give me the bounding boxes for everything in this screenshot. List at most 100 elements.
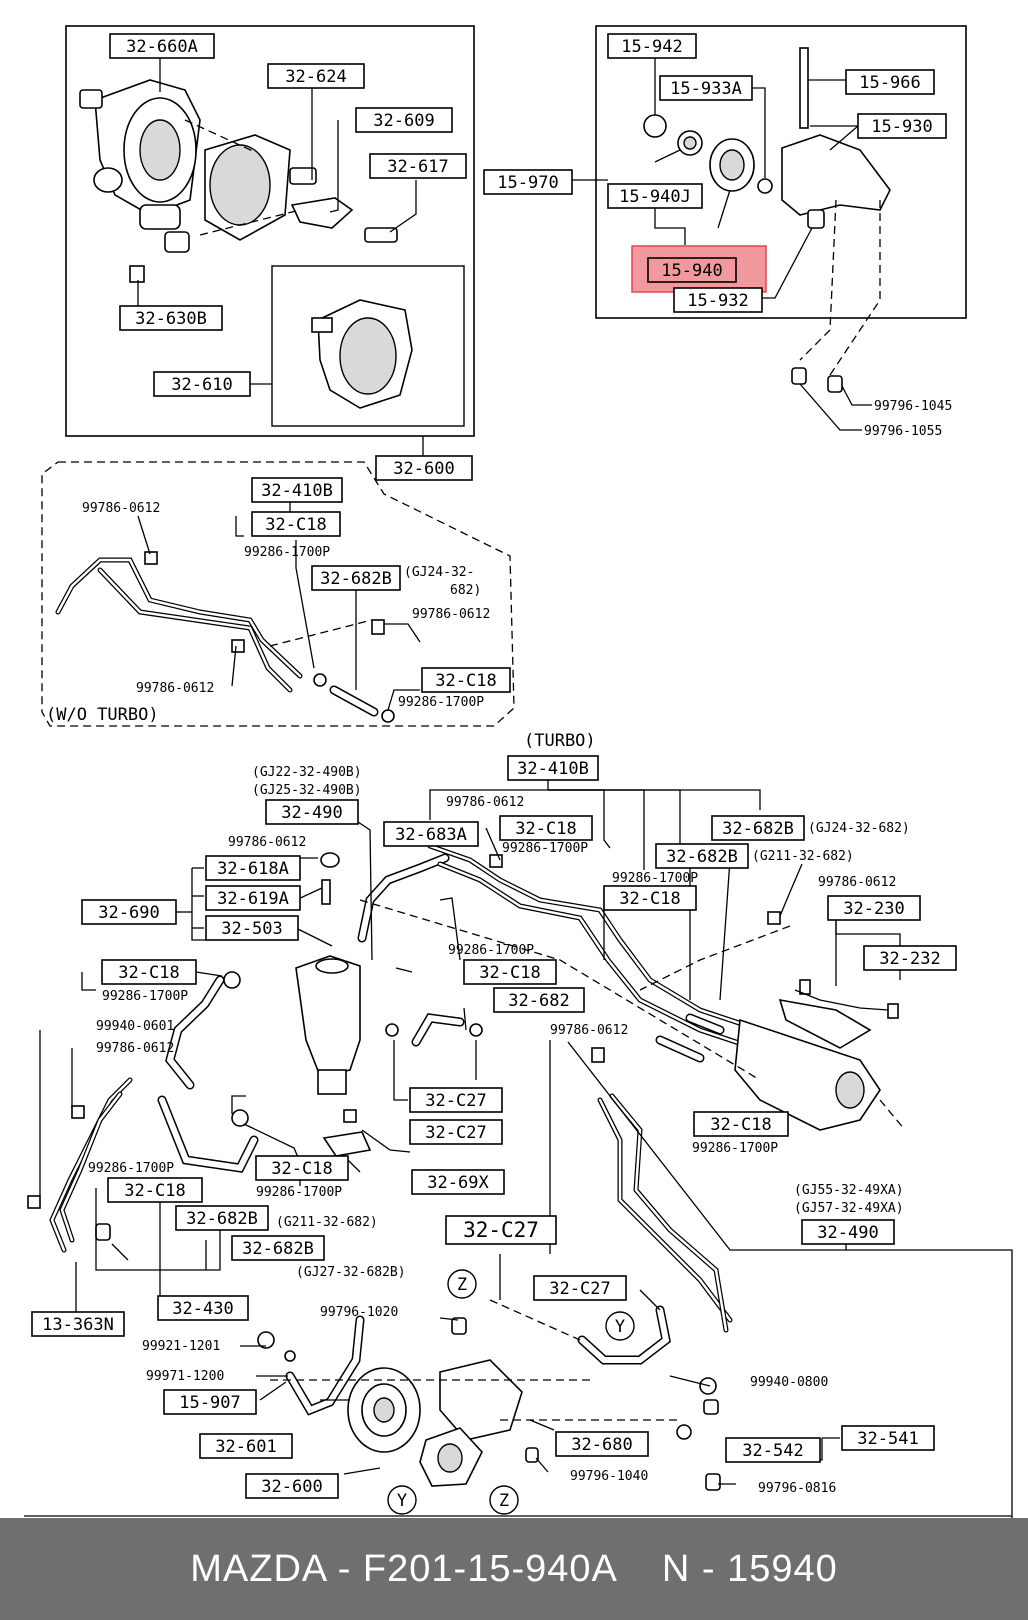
svg-text:32-682: 32-682	[508, 991, 569, 1011]
wo-turbo-text-2: 99286-1700P	[244, 545, 330, 560]
turbo-label-32-C18-e: 32-C18	[693, 1111, 789, 1137]
turbo-label-32-230: 32-230	[827, 895, 921, 921]
footer-caption: MAZDA - F201-15-940A N - 15940	[0, 1518, 1028, 1620]
turbo-text-99286-f: 99286-1700P	[88, 1161, 174, 1176]
svg-text:32-C18: 32-C18	[124, 1181, 185, 1201]
label-32-617: 32-617	[369, 153, 467, 179]
bolt-99796-1045: 99796-1045	[874, 399, 952, 414]
svg-text:32-680: 32-680	[571, 1435, 632, 1455]
svg-text:15-907: 15-907	[179, 1393, 240, 1413]
label-15-932: 15-932	[673, 287, 763, 313]
turbo-label-32-C27-b: 32-C27	[409, 1119, 503, 1145]
turbo-label-32-C27-c: 32-C27	[445, 1215, 557, 1245]
turbo-label-32-680: 32-680	[555, 1431, 649, 1457]
idler-pulley-drawing	[643, 114, 773, 194]
turbo-label-32-682B-a: 32-682B	[711, 815, 805, 841]
svg-text:15-932: 15-932	[687, 291, 748, 311]
svg-text:32-C27: 32-C27	[425, 1123, 486, 1143]
turbo-text-99286-c: 99286-1700P	[448, 943, 534, 958]
svg-text:32-601: 32-601	[215, 1437, 276, 1457]
wo-turbo-text-5: 99786-0612	[412, 607, 490, 622]
svg-text:15-970: 15-970	[497, 173, 558, 193]
turbo-label-32-542: 32-542	[725, 1437, 821, 1463]
svg-text:32-430: 32-430	[172, 1299, 233, 1319]
turbo-text-g211-a: (G211-32-682)	[752, 849, 854, 864]
svg-text:32-682B: 32-682B	[722, 819, 794, 839]
svg-text:32-69X: 32-69X	[427, 1173, 489, 1193]
label-32-609: 32-609	[355, 107, 453, 133]
label-15-942: 15-942	[607, 33, 697, 59]
turbo-label-32-490-a: 32-490	[265, 799, 359, 825]
svg-text:Y: Y	[615, 1317, 625, 1337]
turbo-text-gj57: (GJ57-32-49XA)	[794, 1201, 904, 1216]
svg-text:32-610: 32-610	[171, 375, 232, 395]
turbo-label-32-503: 32-503	[205, 915, 299, 941]
turbo-text-99796-1040: 99796-1040	[570, 1469, 648, 1484]
label-32-630B: 32-630B	[119, 305, 223, 331]
wo-turbo-label-32-410B: 32-410B	[251, 477, 343, 503]
svg-text:32-682B: 32-682B	[666, 847, 738, 867]
pulley-bracket-drawing	[781, 47, 891, 229]
turbo-label-32-682B-c: 32-682B	[175, 1205, 269, 1231]
turbo-text-99286-b: 99286-1700P	[612, 871, 698, 886]
marker-y-bottom: Y	[387, 1485, 417, 1515]
wo-turbo-text-4: 682)	[450, 583, 481, 598]
svg-text:32-232: 32-232	[879, 949, 940, 969]
svg-text:15-940J: 15-940J	[619, 187, 691, 207]
turbo-title: (TURBO)	[524, 731, 596, 751]
svg-text:15-966: 15-966	[859, 73, 920, 93]
label-32-660A: 32-660A	[109, 33, 215, 59]
marker-y-top: Y	[605, 1311, 635, 1341]
turbo-text-gj22: (GJ22-32-490B)	[252, 765, 362, 780]
svg-text:32-230: 32-230	[843, 899, 904, 919]
svg-text:32-683A: 32-683A	[395, 825, 467, 845]
turbo-label-32-C18-g: 32-C18	[107, 1177, 203, 1203]
svg-text:32-C27: 32-C27	[549, 1279, 610, 1299]
label-32-600-top: 32-600	[375, 455, 473, 481]
svg-text:32-C27: 32-C27	[425, 1091, 486, 1111]
svg-text:Z: Z	[499, 1491, 509, 1511]
turbo-text-99940-a: 99940-0601	[96, 1019, 174, 1034]
label-15-930: 15-930	[857, 113, 947, 139]
marker-z-bottom: Z	[489, 1485, 519, 1515]
turbo-label-32-490-b: 32-490	[801, 1219, 895, 1245]
wo-turbo-pipes-drawing	[55, 551, 395, 723]
turbo-text-99286-a: 99286-1700P	[502, 841, 588, 856]
svg-text:32-C18: 32-C18	[265, 515, 326, 535]
turbo-label-32-682B-d: 32-682B	[231, 1235, 325, 1261]
footer-bar: MAZDA - F201-15-940A N - 15940	[0, 1518, 1028, 1620]
pump-body-drawing	[79, 79, 398, 283]
svg-text:32-490: 32-490	[817, 1223, 878, 1243]
turbo-text-gj27: (GJ27-32-682B)	[296, 1265, 406, 1280]
svg-text:32-410B: 32-410B	[517, 759, 589, 779]
svg-text:32-682B: 32-682B	[186, 1209, 258, 1229]
wo-turbo-text-3: (GJ24-32-	[404, 565, 474, 580]
footer-brand-part-number: MAZDA - F201-15-940A	[190, 1547, 618, 1590]
turbo-label-32-C18-d: 32-C18	[463, 959, 557, 985]
turbo-label-32-410B: 32-410B	[507, 755, 599, 781]
svg-text:15-940: 15-940	[661, 261, 722, 281]
svg-text:32-609: 32-609	[373, 111, 434, 131]
label-15-940J: 15-940J	[607, 183, 703, 209]
wo-turbo-text-6: 99786-0612	[136, 681, 214, 696]
turbo-text-99796-0816: 99796-0816	[758, 1481, 836, 1496]
turbo-text-99786-a: 99786-0612	[446, 795, 524, 810]
svg-text:32-C18: 32-C18	[710, 1115, 771, 1135]
highlighted-part-15-940[interactable]: 15-940	[631, 245, 767, 293]
turbo-label-32-C27-a: 32-C27	[409, 1087, 503, 1113]
label-32-624: 32-624	[267, 63, 365, 89]
label-15-970: 15-970	[483, 169, 573, 195]
turbo-text-gj24: (GJ24-32-682)	[808, 821, 910, 836]
turbo-text-99286-d: 99286-1700P	[102, 989, 188, 1004]
turbo-pipes-drawing	[27, 843, 906, 1491]
svg-text:Z: Z	[457, 1275, 467, 1295]
turbo-label-32-C27-d: 32-C27	[533, 1275, 627, 1301]
wo-turbo-label-32-C18: 32-C18	[251, 511, 341, 537]
svg-text:32-600: 32-600	[393, 459, 454, 479]
bracket-bolts-drawing	[791, 367, 843, 393]
turbo-label-32-430: 32-430	[157, 1295, 249, 1321]
svg-text:15-930: 15-930	[871, 117, 932, 137]
wo-turbo-title: (W/O TURBO)	[46, 705, 159, 725]
gasket-drawing	[311, 299, 413, 409]
